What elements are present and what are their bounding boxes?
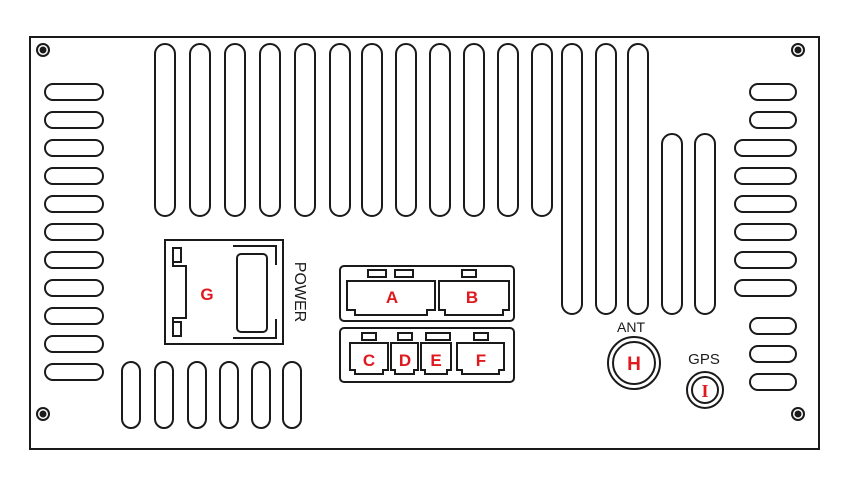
screw-top-left xyxy=(36,43,50,57)
top-vent-slots xyxy=(154,43,716,315)
port-d-label: D xyxy=(399,351,411,370)
port-c-label: C xyxy=(363,351,375,370)
mounting-screws xyxy=(36,43,805,421)
port-e-label: E xyxy=(430,351,441,370)
screw-bottom-right xyxy=(791,407,805,421)
left-vent-slots xyxy=(44,83,104,381)
port-g-label: G xyxy=(200,285,213,304)
port-i-label: I xyxy=(701,381,708,401)
port-h-label: H xyxy=(627,354,641,375)
bottom-vent-slots xyxy=(121,361,302,429)
screw-top-right xyxy=(791,43,805,57)
connector-housing-ab xyxy=(339,265,515,322)
port-b-label: B xyxy=(466,288,478,307)
connector-housing-cdef xyxy=(339,327,515,383)
power-label: POWER xyxy=(291,262,308,322)
panel-outline xyxy=(29,36,820,450)
power-connector-g xyxy=(164,239,284,345)
ant-label: ANT xyxy=(617,319,645,335)
screw-bottom-left xyxy=(36,407,50,421)
gps-port-i xyxy=(686,371,724,409)
gps-label: GPS xyxy=(688,351,720,368)
antenna-port-h xyxy=(607,336,661,390)
port-f-label: F xyxy=(476,351,486,370)
right-vent-slots xyxy=(734,83,797,391)
port-a-label: A xyxy=(386,288,398,307)
